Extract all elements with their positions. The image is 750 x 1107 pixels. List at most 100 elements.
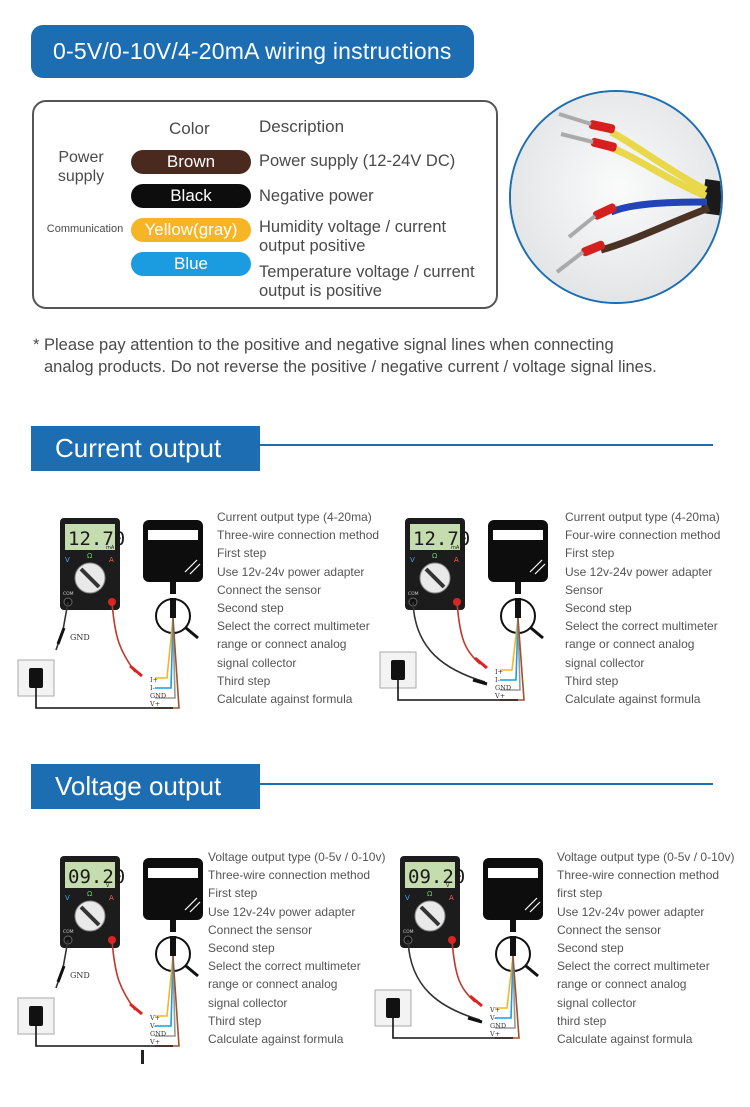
- red-probe-lead: [111, 601, 136, 673]
- step-line: Select the correct multimeter: [208, 959, 361, 974]
- wire-yellow: [495, 955, 514, 1009]
- com-label: COM: [63, 929, 74, 935]
- com-label: COM: [63, 591, 74, 597]
- adapter-cable: [35, 688, 173, 709]
- multimeter-reading: 09.20: [408, 866, 465, 888]
- ohm-mark: Ω: [87, 552, 93, 560]
- adapter-cable: [392, 1018, 513, 1039]
- step-line: First step: [565, 546, 615, 561]
- step-line: Third step: [208, 1013, 262, 1028]
- step-line: Four-wire connection method: [565, 528, 721, 543]
- sensor-label-strip: [148, 530, 198, 540]
- black-probe-lead: [407, 939, 481, 1021]
- power-adapter: [29, 668, 43, 688]
- red-probe-tip: [474, 656, 488, 670]
- magnifier-handle: [530, 626, 544, 640]
- terminal-label: GND: [495, 684, 511, 692]
- step-line: Use 12v-24v power adapter: [557, 904, 705, 919]
- step-line: Sensor: [565, 582, 604, 597]
- gnd-probe-label: GND: [70, 633, 90, 642]
- ohm-mark: Ω: [427, 890, 433, 898]
- adapter-cable: [397, 680, 518, 701]
- wire-gray: [155, 955, 176, 1037]
- step-line: first step: [557, 886, 603, 901]
- wire-blue: [495, 955, 514, 1019]
- terminal-label: I+: [495, 668, 503, 676]
- step-line: Three-wire connection method: [208, 868, 371, 883]
- step-line: signal collector: [565, 655, 645, 670]
- yellow-wire-description: Humidity voltage / current output positi…: [259, 218, 447, 255]
- multimeter-reading: 12.70: [68, 528, 125, 550]
- wire-gray: [495, 955, 516, 1029]
- terminal-label: I-: [495, 676, 500, 684]
- adapter-cable: [35, 1026, 173, 1047]
- sensor-housing: [488, 520, 548, 582]
- sensor-hatch: [529, 901, 541, 913]
- dial-knob: [419, 905, 441, 927]
- step-line: Current output type (4-20ma): [217, 510, 372, 524]
- terminal-label: V+: [489, 1030, 500, 1038]
- step-line: Use 12v-24v power adapter: [217, 564, 365, 579]
- amp-mark: A: [454, 556, 459, 564]
- wire-yellow: [155, 955, 174, 1017]
- wire-ends-illustration: [511, 92, 721, 302]
- terminal-label: V+: [149, 1014, 160, 1022]
- magnifier-handle: [185, 964, 199, 978]
- multimeter-reading: 12.70: [413, 528, 470, 550]
- step-line: signal collector: [217, 655, 297, 670]
- step-line: Connect the sensor: [217, 582, 322, 597]
- terminal-label: GND: [150, 692, 166, 700]
- voltage-left-steps: Voltage output type (0-5v / 0-10v) Three…: [208, 848, 385, 1048]
- sensor-housing: [143, 520, 203, 582]
- volt-mark: V: [410, 556, 415, 564]
- page-title: 0-5V/0-10V/4-20mA wiring instructions: [53, 38, 452, 64]
- terminal-label: V-: [149, 1022, 156, 1030]
- sensor-label-strip: [488, 868, 538, 878]
- wire-gray: [500, 617, 521, 691]
- sensor-label-strip: [148, 868, 198, 878]
- black-wire-pill: Black: [131, 184, 251, 208]
- step-line: Second step: [565, 601, 632, 616]
- brown-wire-pill: Brown: [131, 150, 251, 174]
- black-probe-lead: [412, 601, 486, 683]
- sensor-hatch: [189, 563, 201, 575]
- voltage-output-heading: Voltage output: [31, 764, 260, 809]
- step-line: Second step: [557, 941, 624, 956]
- color-column-header: Color: [169, 119, 210, 138]
- multimeter-unit: V: [106, 883, 110, 889]
- sensor-cable-gland: [515, 582, 521, 594]
- sensor-hatch: [184, 559, 198, 573]
- sensor-cable-gland: [170, 920, 176, 932]
- terminal-label: I+: [150, 676, 158, 684]
- step-line: range or connect analog: [565, 637, 695, 652]
- red-probe-lead: [456, 601, 481, 665]
- gnd-probe-label: GND: [70, 971, 90, 980]
- black-wire-description: Negative power: [259, 187, 374, 205]
- step-line: First step: [217, 546, 267, 561]
- step-line: Calculate against formula: [557, 1032, 693, 1047]
- step-line: Calculate against formula: [208, 1032, 344, 1047]
- amp-mark: A: [109, 556, 114, 564]
- terminal-label: I-: [150, 684, 155, 692]
- step-line: Connect the sensor: [557, 922, 662, 937]
- wire-ends-photo: [509, 90, 723, 304]
- volt-mark: V: [405, 894, 410, 902]
- multimeter-unit: mA: [451, 545, 460, 551]
- sensor-hatch: [529, 559, 543, 573]
- sensor-cable: [170, 936, 176, 956]
- step-line: signal collector: [208, 995, 288, 1010]
- current-output-heading: Current output: [31, 426, 260, 471]
- description-column-header: Description: [259, 117, 345, 136]
- power-supply-group-label: Power supply: [57, 149, 105, 186]
- dial-knob: [424, 567, 446, 589]
- wiring-color-table: Color Description Power supply Communica…: [32, 100, 498, 309]
- magnifier-handle: [185, 626, 199, 640]
- volt-mark: V: [65, 556, 70, 564]
